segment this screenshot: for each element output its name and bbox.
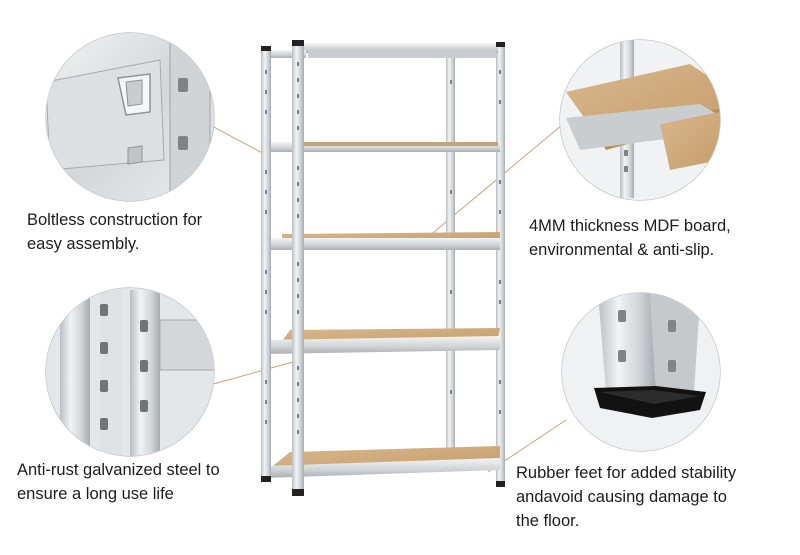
rubber-foot-detail-icon xyxy=(561,292,721,452)
caption-boltless-construction: Boltless construction for easy assembly. xyxy=(27,208,202,256)
galvanized-upright-detail-icon xyxy=(45,287,215,457)
mdf-board-detail-icon xyxy=(559,39,721,201)
caption-line: Rubber feet for added stability xyxy=(516,464,737,482)
caption-line: 4MM thickness MDF board, xyxy=(529,217,731,235)
caption-line: Anti-rust galvanized steel to xyxy=(17,461,220,479)
caption-line: andavoid causing damage to xyxy=(516,488,727,506)
caption-line: easy assembly. xyxy=(27,235,140,253)
caption-line: ensure a long use life xyxy=(17,485,174,503)
caption-galvanized-steel: Anti-rust galvanized steel to ensure a l… xyxy=(17,458,220,506)
caption-line: environmental & anti-slip. xyxy=(529,241,715,259)
caption-line: Boltless construction for xyxy=(27,211,203,229)
boltless-slot-detail-icon xyxy=(45,32,215,202)
caption-line: the floor. xyxy=(516,512,580,530)
shelving-unit xyxy=(261,40,505,496)
caption-rubber-feet: Rubber feet for added stability andavoid… xyxy=(516,461,736,533)
caption-mdf-board: 4MM thickness MDF board, environmental &… xyxy=(529,214,731,262)
